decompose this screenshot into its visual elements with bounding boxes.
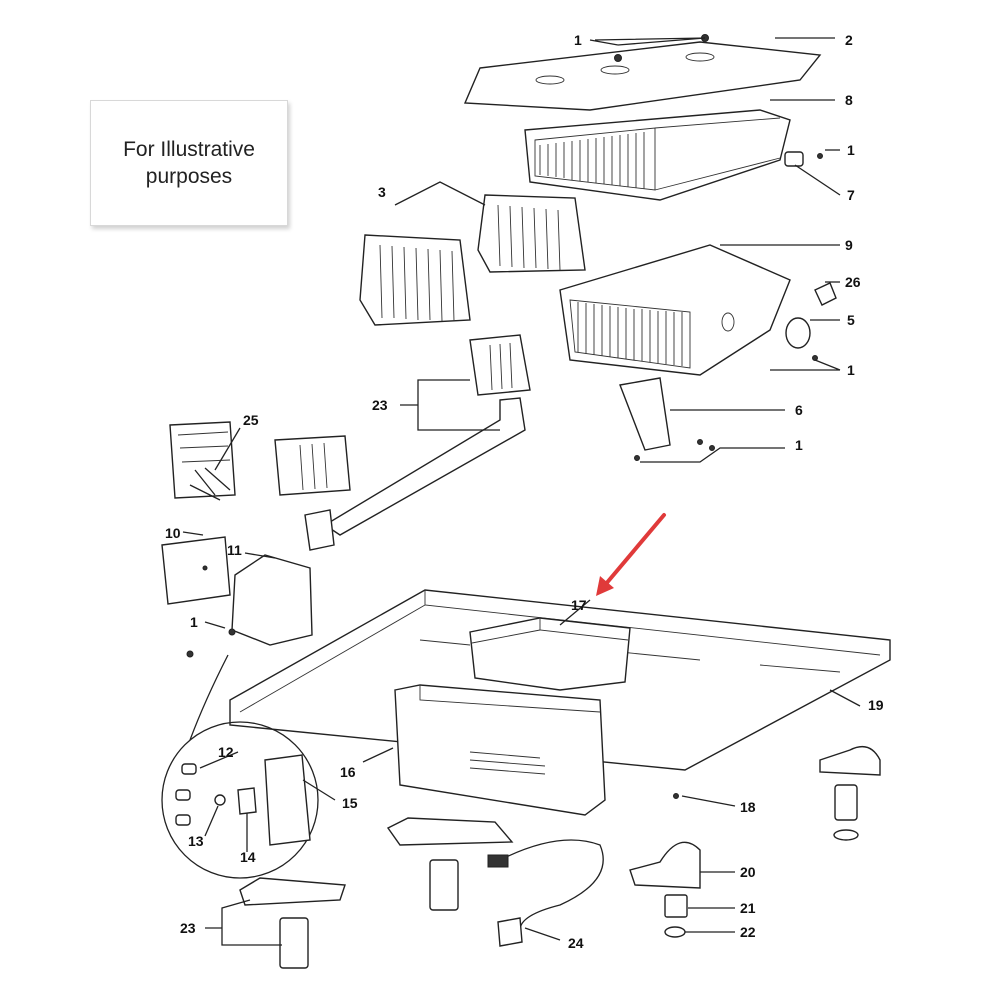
part-9-lower-housing xyxy=(559,244,791,376)
label-part-2: 2 xyxy=(845,32,853,48)
label-part-21: 21 xyxy=(740,900,756,916)
part-10-plate xyxy=(161,536,231,605)
label-part-15: 15 xyxy=(342,795,358,811)
part-24-cable xyxy=(487,839,604,947)
label-part-18: 18 xyxy=(740,799,756,815)
part-3-heater-blocks xyxy=(359,194,586,326)
label-part-16: 16 xyxy=(340,764,356,780)
red-indicator-arrow xyxy=(596,513,666,596)
part-22-nut xyxy=(664,926,686,938)
illustrative-note: For Illustrative purposes xyxy=(90,100,288,226)
label-part-13: 13 xyxy=(188,833,204,849)
label-part-24: 24 xyxy=(568,935,584,951)
label-part-1: 1 xyxy=(574,32,582,48)
part-2-top-cover xyxy=(463,34,822,111)
label-part-1: 1 xyxy=(795,437,803,453)
label-part-7: 7 xyxy=(847,187,855,203)
part-23-lower-pads xyxy=(239,817,514,969)
label-part-1: 1 xyxy=(847,142,855,158)
label-part-1: 1 xyxy=(847,362,855,378)
label-part-10: 10 xyxy=(165,525,181,541)
note-line-2: purposes xyxy=(145,165,233,188)
note-line-1: For Illustrative xyxy=(123,138,255,161)
label-part-12: 12 xyxy=(218,744,234,760)
part-labels: 1 2 8 1 7 3 9 26 5 1 23 6 1 25 10 11 1 1… xyxy=(165,32,884,951)
part-6-panel xyxy=(619,377,715,461)
label-part-1: 1 xyxy=(190,614,198,630)
label-part-14: 14 xyxy=(240,849,256,865)
part-23-bracket-assembly xyxy=(304,334,531,551)
label-part-9: 9 xyxy=(845,237,853,253)
label-part-6: 6 xyxy=(795,402,803,418)
part-7-switch xyxy=(784,151,823,167)
detail-zoom-circle xyxy=(161,654,319,879)
label-part-23: 23 xyxy=(372,397,388,413)
part-11-cover xyxy=(186,554,313,658)
part-26-clip xyxy=(814,282,837,306)
part-20-leg-upper xyxy=(819,746,881,841)
part-8-grille-housing xyxy=(524,109,791,201)
label-part-11: 11 xyxy=(227,542,242,558)
label-part-20: 20 xyxy=(740,864,756,880)
part-17-control-box xyxy=(469,617,631,691)
label-part-19: 19 xyxy=(868,697,884,713)
label-part-8: 8 xyxy=(845,92,853,108)
label-part-22: 22 xyxy=(740,924,756,940)
part-20-leg xyxy=(629,841,701,889)
part-25-filter xyxy=(169,421,351,501)
leader-lines xyxy=(182,37,861,946)
label-part-3: 3 xyxy=(378,184,386,200)
label-part-5: 5 xyxy=(847,312,855,328)
label-part-25: 25 xyxy=(243,412,259,428)
part-5-thermostat xyxy=(785,317,818,361)
label-part-17: 17 xyxy=(571,597,587,613)
label-part-26: 26 xyxy=(845,274,861,290)
part-16-main-housing xyxy=(394,684,606,816)
label-part-23: 23 xyxy=(180,920,196,936)
part-21-stud xyxy=(664,894,688,918)
